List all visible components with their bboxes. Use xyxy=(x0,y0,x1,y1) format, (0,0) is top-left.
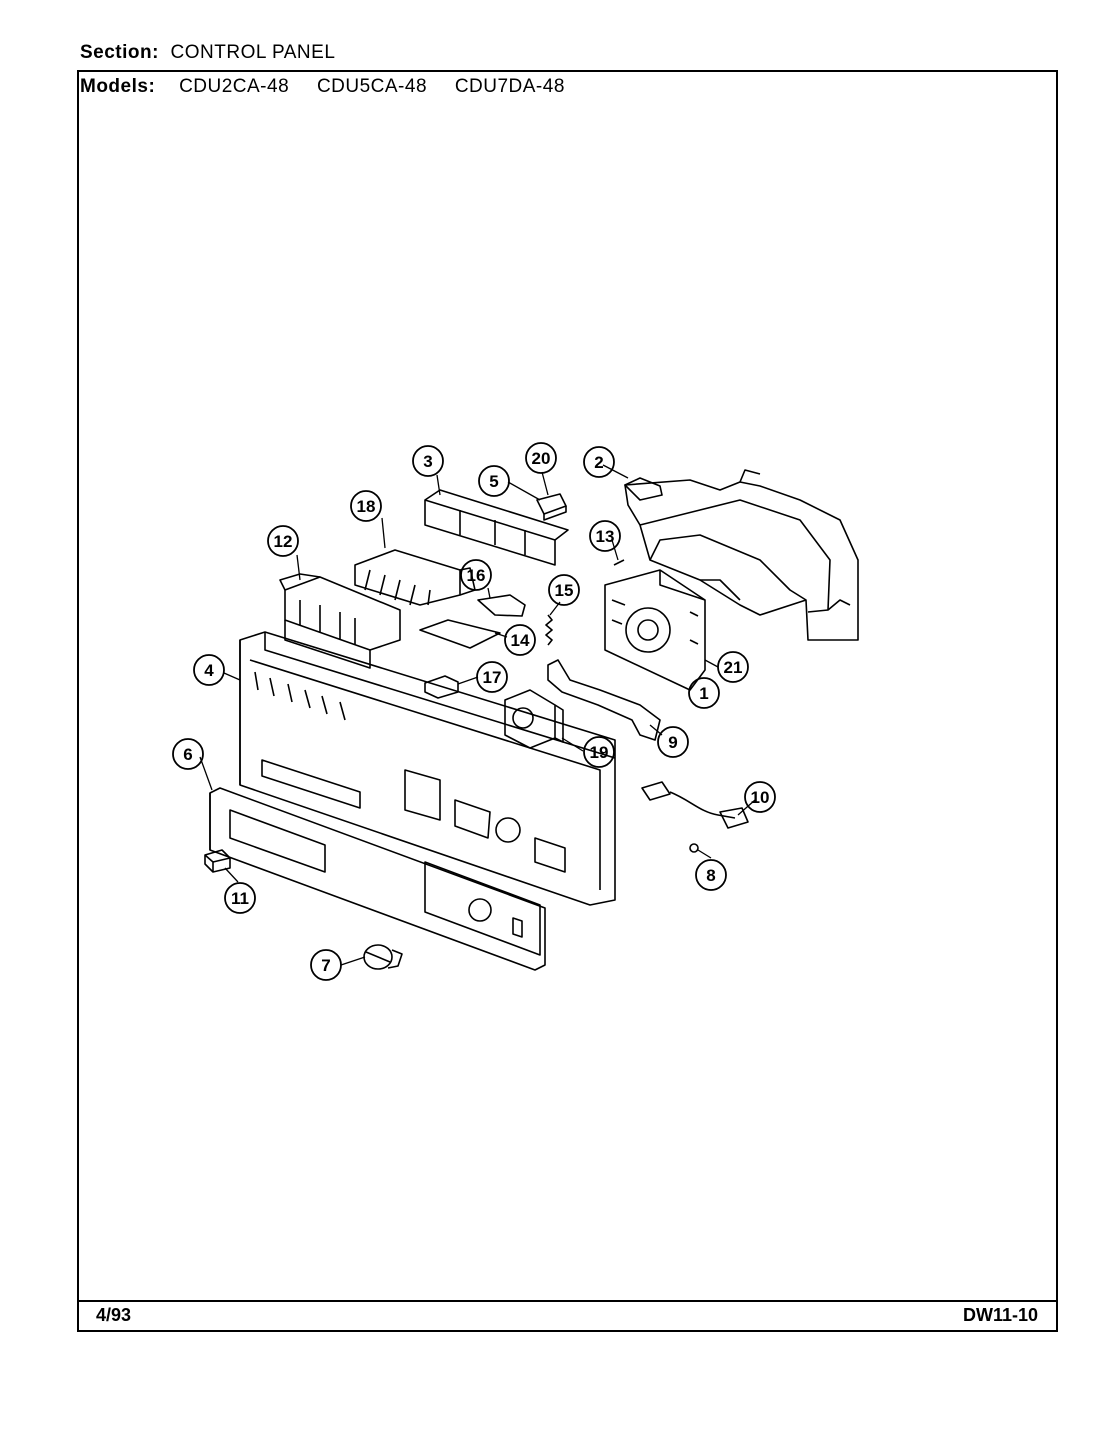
part-button-bracket xyxy=(354,549,476,606)
callout-circle-17 xyxy=(476,661,508,693)
callout-3: 3 xyxy=(423,452,432,471)
callout-circle-8 xyxy=(695,859,727,891)
callout-15: 15 xyxy=(555,581,574,600)
callout-circle-14 xyxy=(504,624,536,656)
callout-5: 5 xyxy=(489,472,498,491)
callout-10: 10 xyxy=(751,788,770,807)
part-button-cap xyxy=(204,849,231,873)
part-knob xyxy=(363,944,403,970)
section-value: CONTROL PANEL xyxy=(170,42,336,63)
callout-circle-18 xyxy=(350,490,382,522)
callout-circle-21 xyxy=(717,651,749,683)
callout-circle-3 xyxy=(412,445,444,477)
callout-20: 20 xyxy=(532,449,551,468)
callout-12: 12 xyxy=(274,532,293,551)
callout-9: 9 xyxy=(668,733,677,752)
diagram-frame xyxy=(77,70,1058,1332)
footer-divider xyxy=(77,1300,1058,1302)
callout-2: 2 xyxy=(594,453,603,472)
footer-document-code: DW11-10 xyxy=(962,1305,1038,1325)
part-small-ball xyxy=(689,843,699,853)
callout-1: 1 xyxy=(699,684,708,703)
callout-circles xyxy=(172,442,776,981)
part-flat-plate xyxy=(419,619,501,649)
callout-circle-20 xyxy=(525,442,557,474)
callout-circle-6 xyxy=(172,738,204,770)
models-label: Models: xyxy=(80,76,156,97)
callout-8: 8 xyxy=(706,866,715,885)
callout-circle-1 xyxy=(688,677,720,709)
model-number: CDU7DA-48 xyxy=(454,76,565,97)
part-clip xyxy=(477,594,526,617)
model-number: CDU5CA-48 xyxy=(316,76,428,97)
callout-13: 13 xyxy=(596,527,615,546)
callout-18: 18 xyxy=(357,497,376,516)
callout-circle-9 xyxy=(657,726,689,758)
part-control-console xyxy=(239,631,616,906)
callout-circle-19 xyxy=(583,736,615,768)
callout-19: 19 xyxy=(590,743,609,762)
callout-circle-16 xyxy=(460,559,492,591)
callout-circle-4 xyxy=(193,654,225,686)
part-switch-module xyxy=(279,573,401,669)
callout-6: 6 xyxy=(183,745,192,764)
callout-16: 16 xyxy=(467,566,486,585)
callout-circle-10 xyxy=(744,781,776,813)
part-timer-assembly xyxy=(604,569,706,691)
part-front-plate xyxy=(209,787,546,971)
callout-14: 14 xyxy=(511,631,530,650)
part-small-block xyxy=(536,493,567,521)
callout-circle-15 xyxy=(548,574,580,606)
callout-circle-11 xyxy=(224,882,256,914)
callout-21: 21 xyxy=(724,658,743,677)
callout-circle-7 xyxy=(310,949,342,981)
part-panel-strip xyxy=(424,489,569,566)
part-lever-bar xyxy=(547,659,661,741)
models-heading: Models: CDU2CA-48 CDU5CA-48 CDU7DA-48 xyxy=(80,76,587,98)
part-spring xyxy=(545,614,553,646)
callout-circle-2 xyxy=(583,446,615,478)
footer-date: 4/93 xyxy=(96,1305,132,1325)
part-top-housing xyxy=(624,469,859,641)
callout-11: 11 xyxy=(231,889,249,908)
part-pin xyxy=(613,559,625,566)
callout-4: 4 xyxy=(204,661,214,680)
callout-7: 7 xyxy=(321,956,330,975)
callout-circle-13 xyxy=(589,520,621,552)
section-heading: Section: CONTROL PANEL xyxy=(80,42,335,64)
callout-17: 17 xyxy=(483,668,502,687)
model-number: CDU2CA-48 xyxy=(179,76,290,97)
part-wire-harness xyxy=(641,781,749,829)
callout-circle-5 xyxy=(478,465,510,497)
callout-circle-12 xyxy=(267,525,299,557)
section-label: Section: xyxy=(80,42,159,63)
